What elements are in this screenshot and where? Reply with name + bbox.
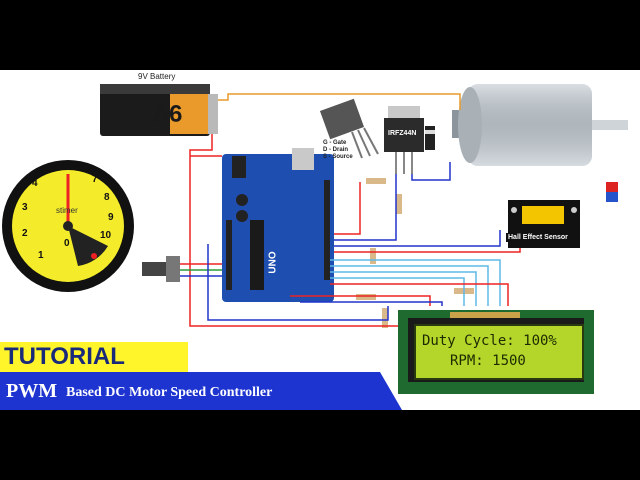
arduino-model-label: UNO (267, 251, 279, 274)
mosfet-pin-drain: D - Drain (323, 147, 349, 153)
gauge-tick-2: 2 (22, 228, 28, 239)
gauge-tick-4: 4 (32, 178, 38, 189)
circuit-diagram: 9V Battery 9V G - Gate D - Drain S - Sou… (0, 70, 640, 410)
magnet (606, 182, 618, 202)
gauge-tick-5: 5 (50, 164, 56, 175)
gauge-tick-1: 1 (38, 250, 44, 261)
gauge-tick-9: 9 (108, 212, 114, 223)
arduino-uno-board (222, 148, 334, 302)
dc-motor (452, 84, 628, 166)
gauge-tick-8: 8 (104, 192, 110, 203)
potentiometer (142, 256, 180, 282)
mosfet-reference (319, 98, 379, 159)
gauge-tick-0: 0 (64, 238, 70, 249)
mosfet-pin-source: S - Source (323, 154, 353, 160)
hall-sensor-label: Hall Effect Sensor (506, 233, 570, 242)
mosfet-pin-gate: G - Gate (323, 140, 347, 146)
lcd-screen: Duty Cycle: 100% RPM: 1500 (414, 324, 584, 380)
gauge-tick-10: 10 (100, 230, 112, 241)
gauge-brand-label: stimer (56, 206, 78, 215)
mosfet-part-number: IRFZ44N (388, 130, 417, 137)
title-lead: PWM (6, 380, 58, 402)
tutorial-banner (0, 342, 188, 372)
diode (425, 126, 435, 150)
battery-voltage-text: 9V (153, 99, 183, 126)
title-banner (0, 372, 402, 410)
gauge-tick-3: 3 (22, 202, 28, 213)
wires (180, 93, 521, 327)
gauge-tick-6: 6 (74, 162, 80, 173)
lcd-line-duty-cycle: Duty Cycle: 100% (422, 333, 557, 349)
mosfet-irfz44n (384, 106, 424, 174)
title-text: Based DC Motor Speed Controller (66, 385, 273, 400)
battery-9v (100, 84, 218, 136)
rpm-gauge (2, 160, 134, 292)
lcd-line-rpm: RPM: 1500 (450, 353, 526, 369)
resistors (356, 178, 474, 328)
tutorial-label: TUTORIAL (4, 343, 125, 370)
battery-label: 9V Battery (138, 72, 176, 81)
gauge-tick-7: 7 (92, 174, 98, 185)
